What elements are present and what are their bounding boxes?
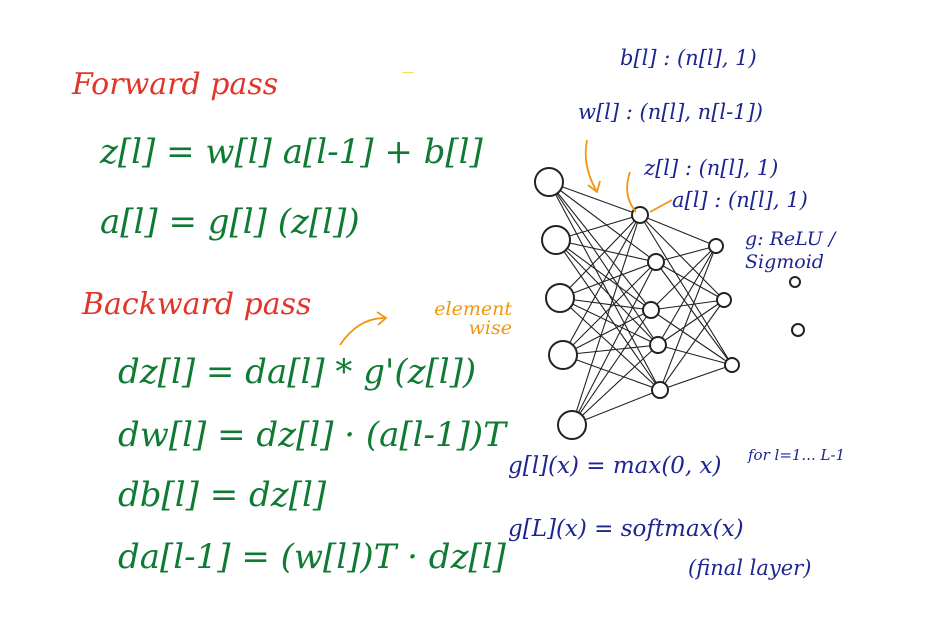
neuron-node bbox=[724, 357, 740, 373]
connection-line bbox=[555, 239, 652, 311]
connection-line bbox=[650, 245, 717, 311]
connection-line bbox=[659, 299, 725, 391]
shape-b: b[l] : (n[l], 1) bbox=[620, 46, 757, 70]
connection-line bbox=[555, 239, 659, 346]
network-connections bbox=[548, 181, 733, 426]
backward-eq-db: db[l] = dz[l] bbox=[118, 475, 327, 515]
backward-pass-heading: Backward pass bbox=[82, 287, 312, 322]
neuron-node bbox=[651, 381, 669, 399]
connection-line bbox=[562, 214, 641, 356]
connection-line bbox=[650, 299, 725, 311]
neuron-node bbox=[791, 323, 805, 337]
connection-line bbox=[657, 245, 717, 346]
final-activation-note: (final layer) bbox=[688, 556, 812, 580]
neuron-node bbox=[642, 301, 660, 319]
element-wise-arrow bbox=[339, 317, 386, 346]
connection-line bbox=[571, 389, 661, 426]
neuron-node bbox=[716, 292, 732, 308]
connection-line bbox=[559, 261, 657, 299]
connection-line bbox=[559, 297, 652, 311]
neuron-node bbox=[557, 410, 587, 440]
neuron-node bbox=[708, 238, 724, 254]
connection-line bbox=[655, 261, 725, 301]
shape-z: z[l] : (n[l], 1) bbox=[644, 156, 779, 180]
connection-line bbox=[559, 214, 641, 299]
svg-text:—: — bbox=[402, 65, 414, 79]
connection-line bbox=[639, 214, 725, 301]
backward-eq-da: da[l-1] = (w[l])T · dz[l] bbox=[118, 537, 506, 577]
w-pointer-arrowhead bbox=[587, 180, 601, 194]
neuron-node bbox=[534, 167, 564, 197]
backward-eq-dz: dz[l] = da[l] * g'(z[l]) bbox=[118, 352, 477, 392]
neuron-node bbox=[649, 336, 667, 354]
connection-line bbox=[562, 354, 661, 391]
final-activation: g[L](x) = softmax(x) bbox=[508, 516, 744, 542]
connection-line bbox=[659, 245, 717, 391]
shape-a: a[l] : (n[l], 1) bbox=[672, 188, 808, 212]
activation-g: g: ReLU / Sigmoid bbox=[745, 228, 836, 273]
connection-line bbox=[655, 261, 733, 366]
connection-line bbox=[548, 181, 659, 346]
network-nodes bbox=[534, 167, 805, 440]
element-wise-arrowhead bbox=[376, 311, 388, 326]
connection-line bbox=[659, 364, 733, 391]
hidden-activation: g[l](x) = max(0, x) bbox=[508, 453, 722, 479]
connection-line bbox=[559, 297, 661, 391]
neuron-node bbox=[545, 283, 575, 313]
connection-line bbox=[571, 309, 652, 426]
neuron-node bbox=[789, 276, 801, 288]
neuron-node bbox=[541, 225, 571, 255]
w-pointer-arrow bbox=[584, 139, 597, 191]
neuron-node bbox=[647, 253, 665, 271]
forward-eq-z: z[l] = w[l] a[l-1] + b[l] bbox=[100, 132, 483, 172]
element-wise-note: element wise bbox=[434, 298, 512, 339]
connection-line bbox=[571, 261, 657, 426]
backward-eq-dw: dw[l] = dz[l] · (a[l-1])T bbox=[118, 415, 506, 455]
connection-line bbox=[548, 181, 652, 311]
connection-line bbox=[548, 181, 661, 391]
connection-line bbox=[571, 344, 659, 426]
connection-line bbox=[639, 214, 733, 366]
connection-line bbox=[548, 181, 641, 216]
z-pointer-arrow bbox=[626, 171, 637, 213]
connection-line bbox=[639, 214, 717, 247]
connection-line bbox=[657, 299, 725, 346]
hidden-activation-note: for l=1... L-1 bbox=[748, 446, 846, 464]
connection-line bbox=[548, 181, 657, 263]
connection-line bbox=[657, 344, 733, 366]
connection-line bbox=[655, 245, 717, 263]
connection-line bbox=[650, 309, 733, 366]
forward-pass-heading: Forward pass bbox=[72, 67, 279, 102]
connection-line bbox=[571, 214, 641, 426]
neuron-node bbox=[548, 340, 578, 370]
connection-line bbox=[562, 309, 652, 356]
a-pointer-arrow bbox=[649, 199, 673, 213]
connection-line bbox=[559, 297, 659, 346]
forward-eq-a: a[l] = g[l] (z[l]) bbox=[100, 202, 360, 242]
shape-w: w[l] : (n[l], n[l-1]) bbox=[578, 100, 763, 124]
